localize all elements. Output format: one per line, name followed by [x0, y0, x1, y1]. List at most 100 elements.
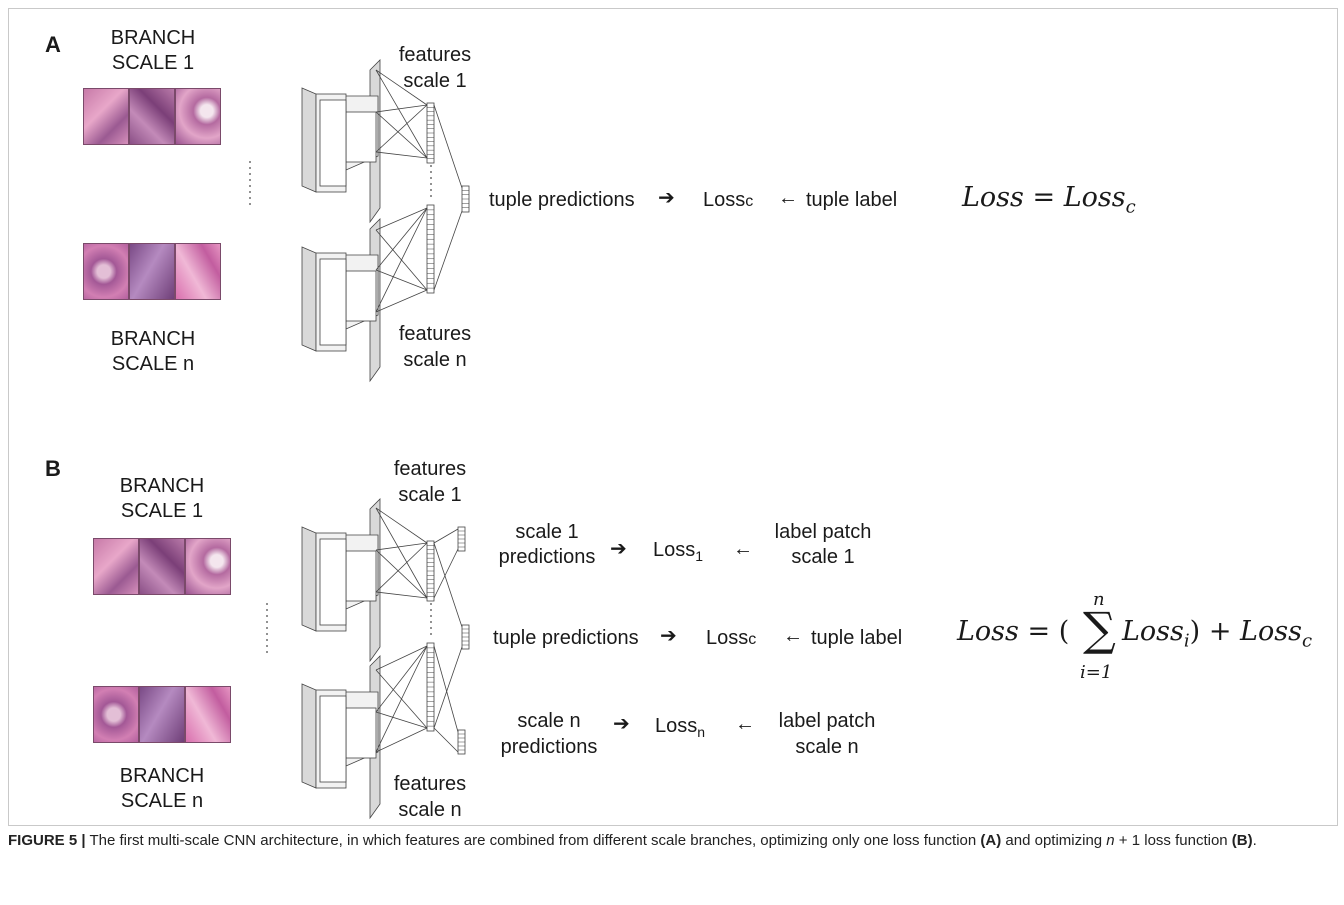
arrow-left-icon: ← — [778, 187, 798, 209]
panel-b-tuple-predictions: tuple predictions — [493, 627, 639, 649]
ellipsis-dot — [266, 651, 268, 653]
panel-b-patches-scale-1 — [93, 538, 231, 595]
panel-a-tuple-label: tuple label — [806, 189, 898, 211]
panel-a-loss-c: Lossc — [703, 189, 754, 211]
panel-a-features-top-line2: scale 1 — [403, 70, 467, 92]
ellipsis-dot — [249, 197, 251, 199]
connection-line — [375, 69, 428, 106]
summation-icon: ∑ — [1083, 602, 1116, 656]
connection-line — [375, 645, 428, 713]
conv-layer — [345, 111, 377, 163]
ellipsis-dot — [266, 633, 268, 635]
conv-layer — [301, 246, 317, 352]
conv-layer — [301, 526, 317, 632]
panel-b-loss-1: Loss1 — [653, 539, 704, 564]
connection-line — [375, 727, 428, 753]
connection-line — [375, 104, 428, 113]
panel-b-branch-bottom-line1: BRANCH — [119, 765, 205, 787]
ellipsis-dot — [249, 173, 251, 175]
panel-b-loss-c: Lossc — [706, 627, 757, 649]
tissue-patch — [139, 686, 185, 743]
connection-line — [433, 646, 463, 729]
tissue-patch — [93, 538, 139, 595]
panel-b-scale-1-predictions-line1: scale 1 — [515, 521, 579, 543]
sum-upper-limit: n — [1093, 589, 1105, 610]
arrow-right-icon: ➔ — [613, 713, 630, 735]
conv-layer — [345, 707, 377, 759]
ellipsis-dot — [430, 603, 432, 605]
panel-b-scale-1-predictions-line2: predictions — [498, 546, 596, 568]
conv-layer — [319, 99, 347, 187]
ellipsis-dot — [430, 171, 432, 173]
connection-line — [375, 207, 428, 271]
panel-b-features-bottom-line2: scale n — [398, 799, 462, 821]
panel-a-branch-bottom-line1: BRANCH — [110, 328, 196, 350]
ellipsis-dot — [249, 185, 251, 187]
ellipsis-dot — [266, 639, 268, 641]
figure-frame — [8, 8, 1338, 826]
connection-line — [433, 645, 459, 733]
ellipsis-dot — [266, 645, 268, 647]
connection-line — [375, 645, 428, 671]
connection-line — [375, 591, 428, 599]
panel-a-patches-scale-n — [83, 243, 221, 300]
connection-line — [433, 528, 459, 544]
connection-line — [375, 542, 428, 551]
ellipsis-dot — [430, 627, 432, 629]
conv-layer — [301, 87, 317, 193]
panel-a-letter: A — [45, 32, 61, 57]
sum-lower-limit: i=1 — [1080, 662, 1113, 683]
panel-b-features-top-line2: scale 1 — [398, 484, 462, 506]
ellipsis-dot — [249, 179, 251, 181]
connection-line — [375, 269, 428, 291]
panel-a-formula: Loss = Lossc — [962, 182, 1136, 218]
conv-layer — [345, 550, 377, 602]
panel-a-branch-bottom-line2: SCALE n — [111, 353, 195, 375]
ellipsis-dot — [430, 621, 432, 623]
arrow-right-icon: ➔ — [660, 625, 677, 647]
arrow-right-icon: ➔ — [658, 187, 675, 209]
connection-line — [375, 542, 428, 593]
panel-a-features-bottom-line1: features — [398, 323, 472, 345]
panel-b-tuple-label: tuple label — [811, 627, 903, 649]
panel-b-label-patch-n-line2: scale n — [795, 736, 859, 758]
panel-a-features-bottom-line2: scale n — [403, 349, 467, 371]
ellipsis-dot — [266, 621, 268, 623]
panel-b-scale-n-predictions-line2: predictions — [500, 736, 598, 758]
connection-line — [433, 210, 463, 291]
ellipsis-dot — [430, 195, 432, 197]
connection-line — [375, 645, 428, 753]
ellipsis-dot — [266, 615, 268, 617]
connection-line — [375, 69, 428, 159]
ellipsis-dot — [266, 603, 268, 605]
connection-line — [375, 207, 428, 231]
tissue-patch — [129, 243, 175, 300]
tissue-patch — [175, 243, 221, 300]
panel-b-label-patch-1-line2: scale 1 — [791, 546, 855, 568]
connection-line — [433, 548, 459, 599]
panel-b-branch-bottom-line2: SCALE n — [120, 790, 204, 812]
connection-line — [375, 111, 428, 159]
ellipsis-dot — [266, 609, 268, 611]
conv-layer — [319, 695, 347, 783]
caption-label: FIGURE 5 | — [8, 832, 86, 849]
arrow-right-icon: ➔ — [610, 538, 627, 560]
tissue-patch — [129, 88, 175, 145]
tissue-patch — [175, 88, 221, 145]
connection-line — [433, 104, 463, 189]
connection-line — [433, 542, 463, 628]
panel-b-scale-n-predictions-line1: scale n — [517, 710, 581, 732]
ellipsis-dot — [266, 627, 268, 629]
figure-caption: FIGURE 5 | The first multi-scale CNN arc… — [8, 832, 1257, 849]
connection-line — [433, 727, 459, 753]
panel-b-branch-top-line2: SCALE 1 — [120, 500, 204, 522]
panel-b-features-top-line1: features — [393, 458, 467, 480]
ellipsis-dot — [249, 203, 251, 205]
connection-line — [375, 207, 428, 313]
ellipsis-dot — [249, 161, 251, 163]
ellipsis-dot — [249, 167, 251, 169]
panel-b-features-bottom-line1: features — [393, 773, 467, 795]
tissue-patch — [83, 88, 129, 145]
conv-layer — [301, 683, 317, 789]
